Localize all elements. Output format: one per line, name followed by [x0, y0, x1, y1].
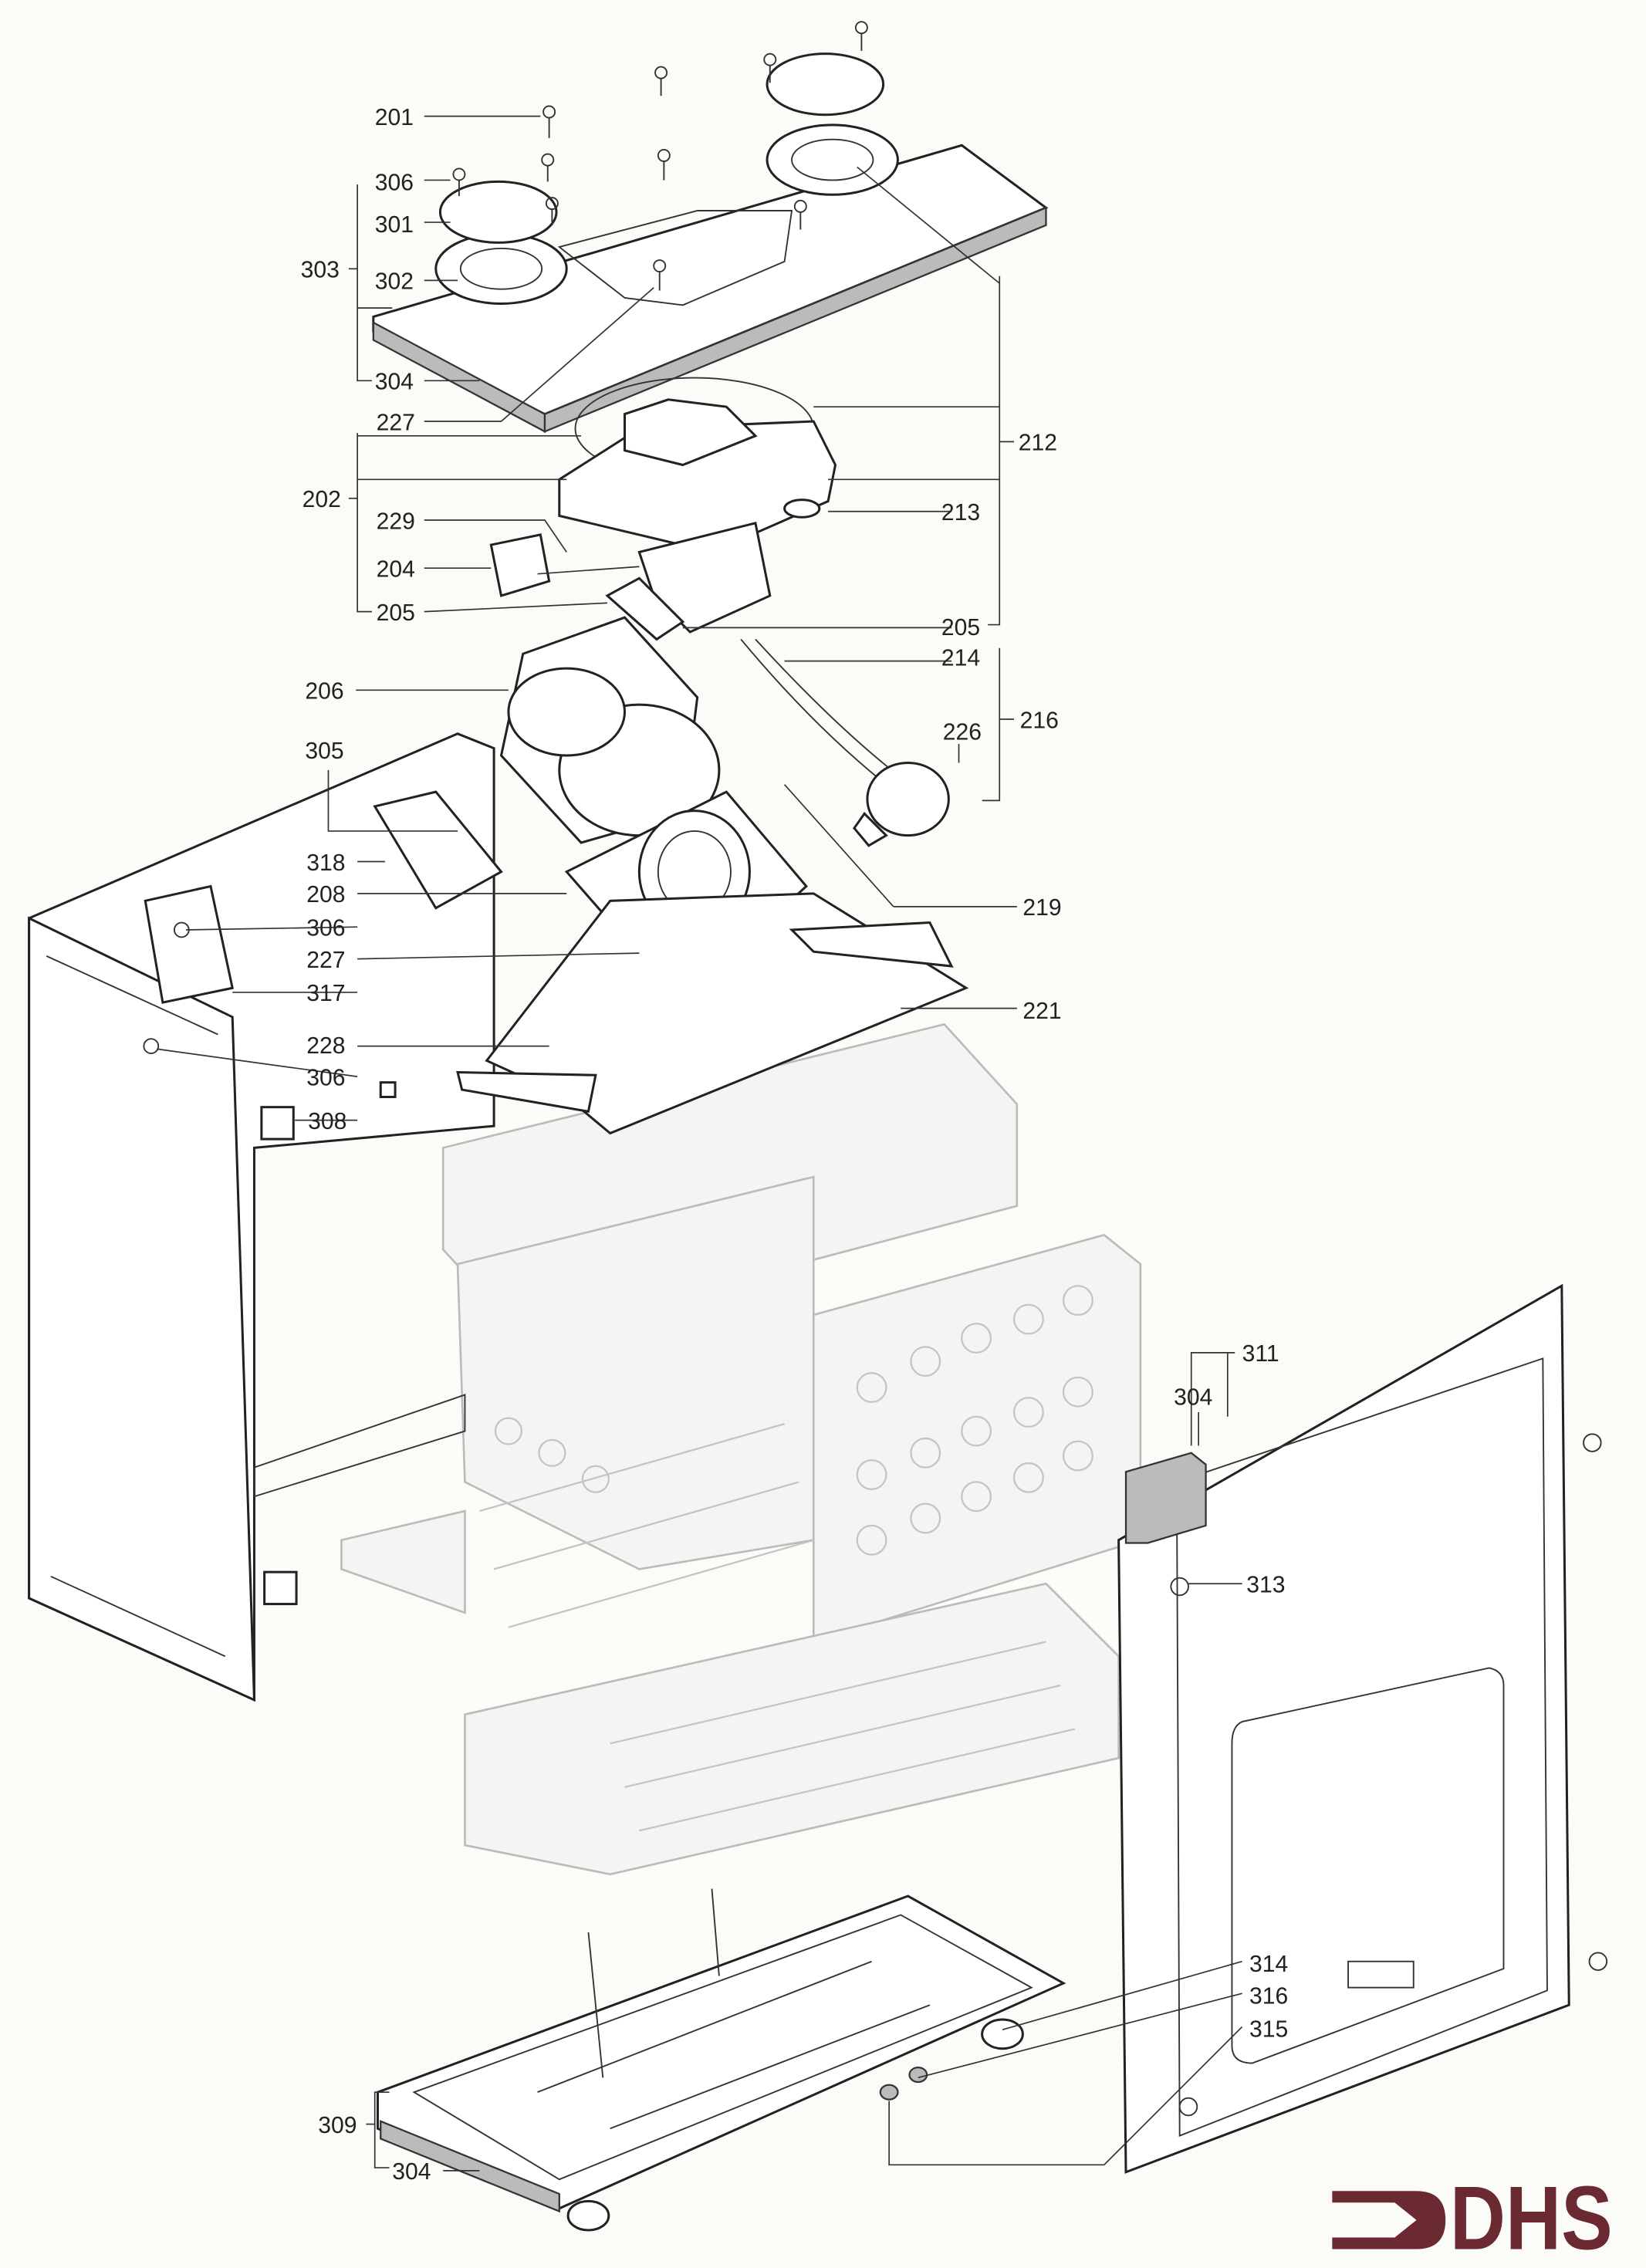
label-318: 318: [306, 850, 345, 876]
label-201: 201: [375, 105, 414, 130]
rear-panel: [1117, 1283, 1570, 2174]
label-212: 212: [1019, 431, 1057, 456]
label-202: 202: [302, 487, 341, 512]
label-316: 316: [1249, 1983, 1288, 2009]
label-304: 304: [375, 370, 414, 395]
label-315: 315: [1249, 2017, 1288, 2043]
label-304: 304: [392, 2159, 431, 2185]
label-206: 206: [305, 679, 343, 705]
label-227: 227: [306, 948, 345, 973]
label-216: 216: [1020, 708, 1059, 733]
label-309: 309: [318, 2113, 357, 2138]
label-313: 313: [1246, 1573, 1285, 1598]
label-229: 229: [377, 509, 415, 534]
label-301: 301: [375, 212, 414, 238]
base-tray: [376, 1888, 1066, 2232]
label-304: 304: [1174, 1385, 1212, 1411]
pressure-switch: [740, 638, 950, 847]
label-303: 303: [301, 258, 340, 283]
fan-hood: [489, 377, 837, 641]
top-plate: [372, 52, 1049, 434]
label-205: 205: [941, 615, 980, 641]
label-227: 227: [377, 410, 415, 435]
label-226: 226: [943, 719, 982, 745]
label-311: 311: [1242, 1341, 1279, 1367]
label-305: 305: [305, 739, 343, 764]
label-308: 308: [308, 1109, 346, 1134]
dhs-logo: DHS: [1332, 2168, 1613, 2268]
label-306: 306: [306, 916, 345, 941]
leader-lines: [157, 115, 1243, 2172]
heat-exchanger-faded: [340, 1022, 1142, 1876]
label-213: 213: [941, 500, 980, 526]
logo-text: DHS: [1450, 2168, 1613, 2268]
label-219: 219: [1022, 895, 1061, 921]
label-205: 205: [377, 600, 415, 626]
label-317: 317: [306, 981, 345, 1006]
label-314: 314: [1249, 1952, 1288, 1977]
screws: [143, 21, 1608, 2117]
label-221: 221: [1022, 999, 1061, 1024]
label-306: 306: [375, 171, 414, 196]
left-side-panel: [28, 732, 503, 1702]
label-306: 306: [306, 1065, 345, 1090]
label-214: 214: [941, 645, 980, 671]
label-302: 302: [375, 269, 414, 295]
label-228: 228: [306, 1033, 345, 1059]
label-204: 204: [377, 556, 415, 582]
label-208: 208: [306, 882, 345, 908]
part-number-labels: 201 306 301 303 302 304 227 212 202 213 …: [301, 105, 1289, 2185]
